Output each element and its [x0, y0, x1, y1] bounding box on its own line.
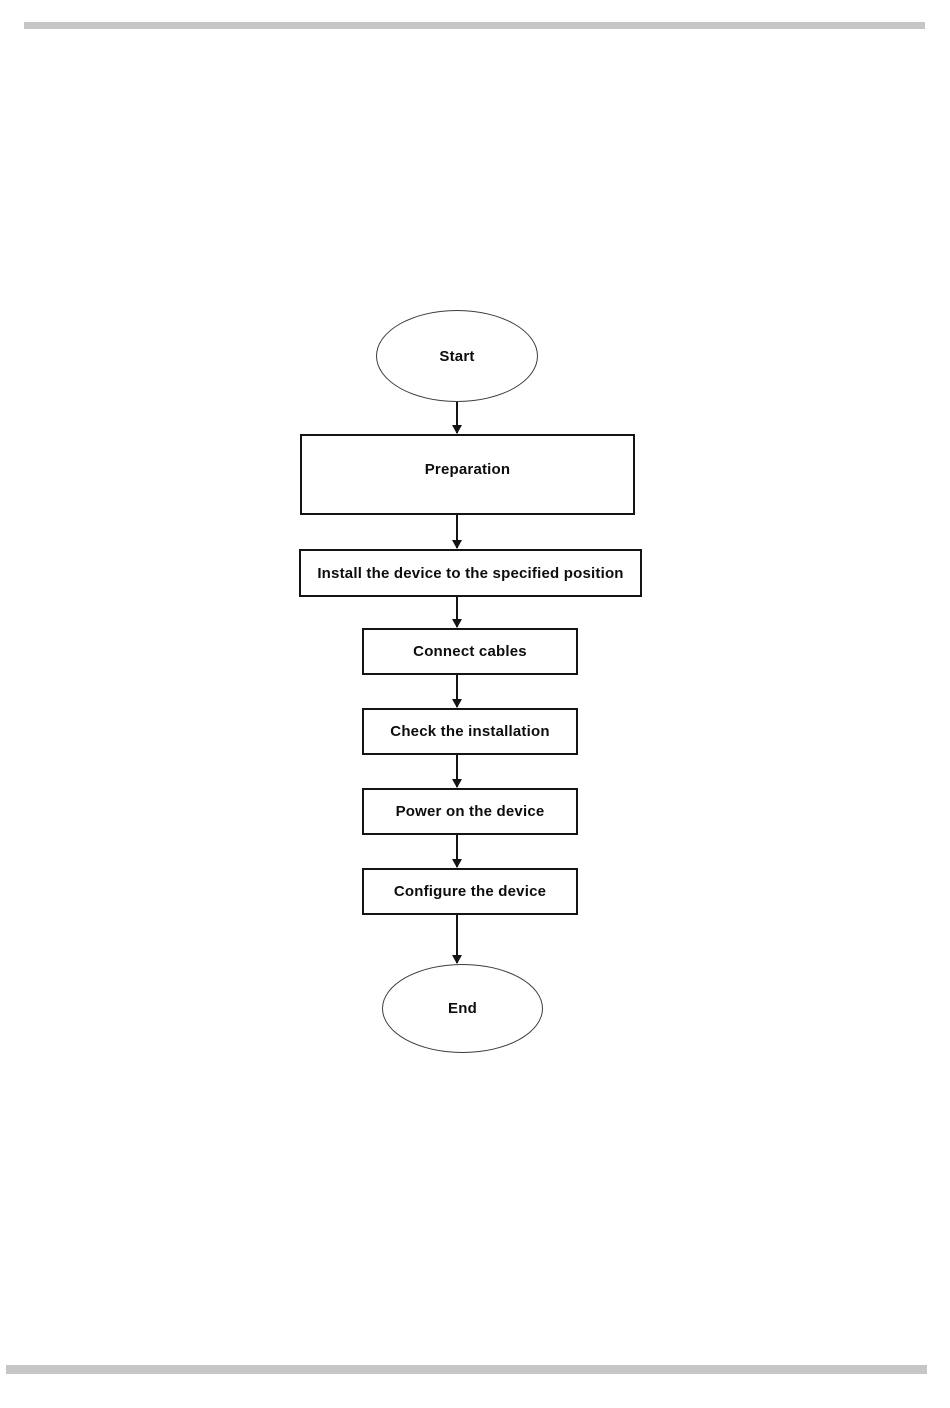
- flow-arrow-connect-to-check: [451, 675, 462, 708]
- flow-node-end-label: End: [448, 1000, 477, 1017]
- flow-arrow-check-to-power: [451, 755, 462, 788]
- flow-node-start-label: Start: [439, 347, 475, 365]
- flow-arrow-install-to-connect: [451, 597, 462, 628]
- arrowhead-down-icon: [451, 540, 462, 549]
- flow-node-preparation: Preparation: [300, 434, 635, 515]
- bottom-page-rule: [6, 1365, 927, 1374]
- arrowhead-down-icon: [451, 955, 462, 964]
- flow-node-configure-label: Configure the device: [393, 883, 547, 900]
- arrowhead-down-icon: [451, 699, 462, 708]
- top-page-rule: [24, 22, 925, 29]
- flow-node-check-installation-label: Check the installation: [390, 723, 550, 740]
- flow-arrow-start-to-preparation: [451, 402, 462, 434]
- flow-node-power-on-label: Power on the device: [395, 803, 545, 820]
- flow-node-connect-cables: Connect cables: [362, 628, 578, 675]
- flow-arrow-power-to-configure: [451, 835, 462, 868]
- flow-node-end: End: [382, 964, 543, 1053]
- flow-node-preparation-label: Preparation: [424, 461, 511, 478]
- flow-node-connect-cables-label: Connect cables: [413, 643, 527, 660]
- flow-node-configure: Configure the device: [362, 868, 578, 915]
- arrowhead-down-icon: [451, 859, 462, 868]
- arrowhead-down-icon: [451, 619, 462, 628]
- arrowhead-down-icon: [451, 779, 462, 788]
- flow-node-power-on: Power on the device: [362, 788, 578, 835]
- flow-node-check-installation: Check the installation: [362, 708, 578, 755]
- flow-node-install: Install the device to the specified posi…: [299, 549, 642, 597]
- arrowhead-down-icon: [451, 425, 462, 434]
- flow-node-install-label: Install the device to the specified posi…: [317, 564, 624, 582]
- flow-node-start: Start: [376, 310, 538, 402]
- flow-arrow-configure-to-end: [451, 915, 462, 964]
- flow-arrow-preparation-to-install: [451, 515, 462, 549]
